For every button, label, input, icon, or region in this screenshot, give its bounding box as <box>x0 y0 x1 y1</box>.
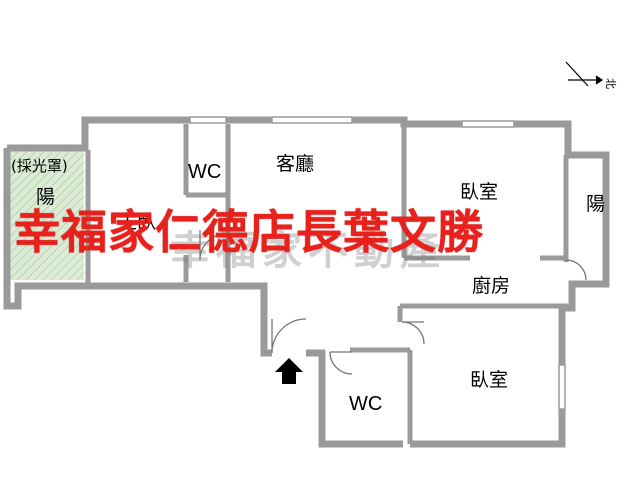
compass-icon <box>565 61 604 87</box>
kitchen-label: 廚房 <box>472 274 510 297</box>
agent-banner: 幸福家仁德店長葉文勝 <box>14 205 484 259</box>
wc-top-label: WC <box>188 161 221 183</box>
bedroom-bottom-label: 臥室 <box>470 369 508 391</box>
master-bedroom-label: 主臥 <box>118 211 156 233</box>
windows <box>189 116 566 410</box>
entrance-arrow-icon <box>275 358 303 384</box>
watermark-text: 幸福家不動產 <box>170 228 446 274</box>
door-swings <box>199 230 587 375</box>
balcony-note-label: (採光罩) <box>11 157 68 175</box>
north-label: 北 <box>604 78 617 89</box>
interior-walls <box>85 124 569 444</box>
living-room-label: 客廳 <box>276 153 314 175</box>
balcony-right-label: 陽 <box>586 193 605 215</box>
balcony-left-hatch <box>8 148 84 280</box>
bedroom-top-label: 臥室 <box>460 181 498 203</box>
balcony-left-label: 陽 <box>36 186 55 208</box>
wc-bottom-label: WC <box>349 393 382 415</box>
walls <box>3 116 610 448</box>
